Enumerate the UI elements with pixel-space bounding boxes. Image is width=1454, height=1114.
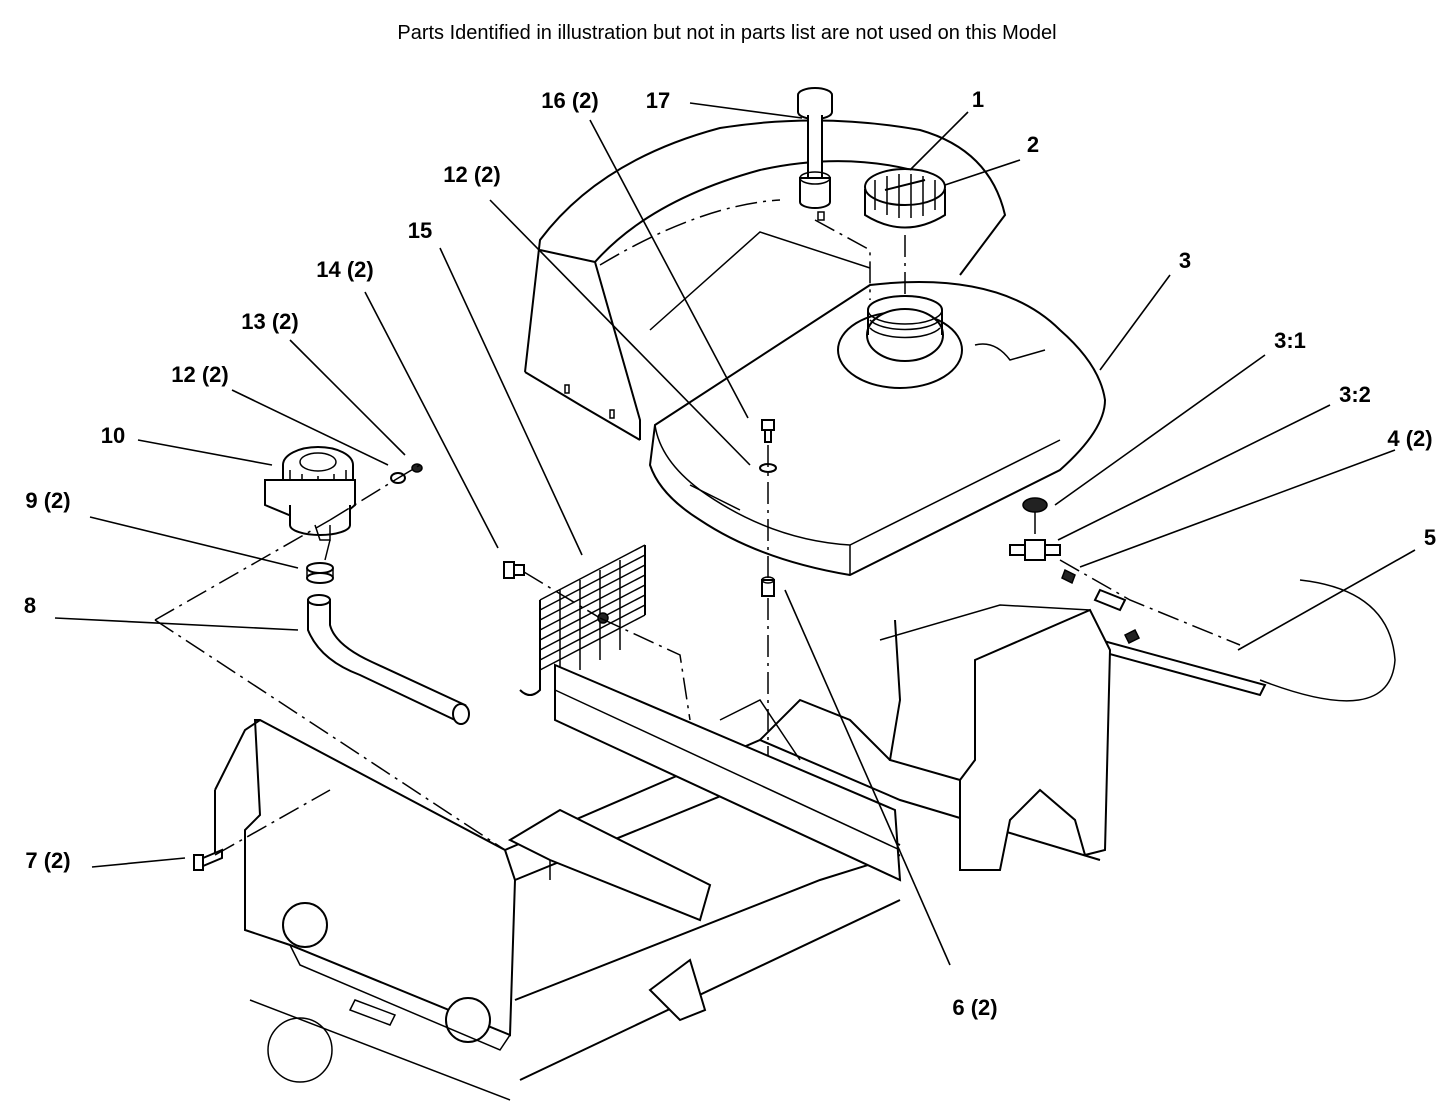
tank-mount-hardware xyxy=(759,419,777,760)
leader-lines xyxy=(54,102,1416,966)
callout-14: 14 (2) xyxy=(316,257,373,282)
callout-3: 3 xyxy=(1179,248,1191,273)
callout-16: 16 (2) xyxy=(541,88,598,113)
fuel-gauge xyxy=(797,87,871,300)
callout-7: 7 (2) xyxy=(25,848,70,873)
fuel-tank xyxy=(648,281,1107,577)
chassis-frame xyxy=(214,604,1112,1101)
callout-1: 1 xyxy=(972,87,984,112)
callout-labels: 1 2 3 3:1 3:2 4 (2) 5 6 (2) 7 (2) 8 9 (2… xyxy=(24,87,1436,1020)
callout-10: 10 xyxy=(101,423,125,448)
callout-2: 2 xyxy=(1027,132,1039,157)
callout-12-tank: 12 (2) xyxy=(443,162,500,187)
fender-body xyxy=(524,119,1007,441)
callout-3-2: 3:2 xyxy=(1339,382,1371,407)
reservoir-assembly xyxy=(264,446,423,561)
diagram-note: Parts Identified in illustration but not… xyxy=(397,22,1057,44)
callout-17: 17 xyxy=(646,88,670,113)
callout-6: 6 (2) xyxy=(952,995,997,1020)
assembly-centerlines xyxy=(154,519,691,856)
callout-5: 5 xyxy=(1424,525,1436,550)
callout-15: 15 xyxy=(408,218,432,243)
callout-8: 8 xyxy=(24,593,36,618)
fuel-cap xyxy=(864,168,946,295)
hose-and-clamp xyxy=(306,562,470,725)
callout-12-reservoir: 12 (2) xyxy=(171,362,228,387)
callout-3-1: 3:1 xyxy=(1274,328,1306,353)
callout-4: 4 (2) xyxy=(1387,426,1432,451)
grille-screen xyxy=(503,544,646,696)
callout-9: 9 (2) xyxy=(25,488,70,513)
callout-13: 13 (2) xyxy=(241,309,298,334)
